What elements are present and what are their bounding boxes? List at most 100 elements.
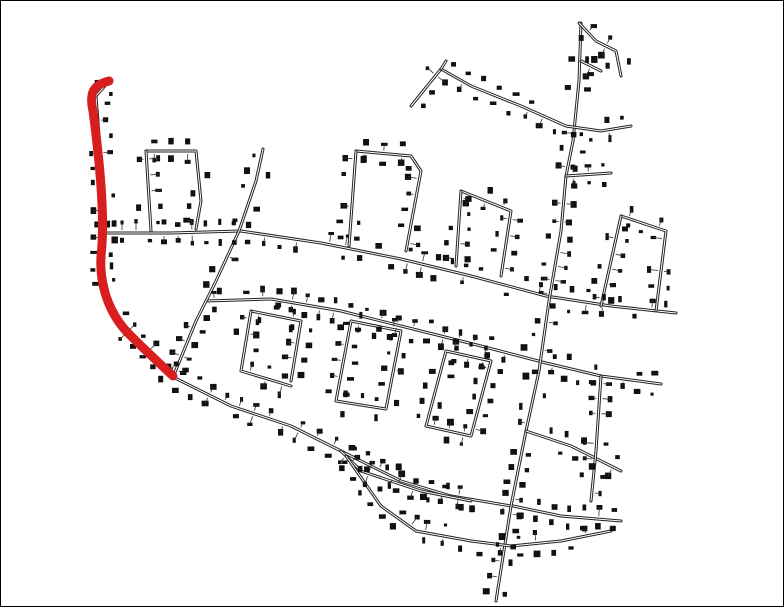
building — [358, 490, 362, 496]
street-centerline — [455, 190, 462, 267]
building — [465, 71, 471, 76]
building — [579, 472, 584, 478]
building — [388, 264, 395, 270]
building — [301, 357, 308, 363]
building — [464, 256, 471, 263]
building — [531, 332, 536, 337]
building — [158, 375, 164, 383]
building — [414, 225, 421, 232]
service-line — [481, 366, 487, 369]
building — [365, 307, 369, 311]
building — [579, 150, 586, 154]
building — [111, 236, 118, 244]
building — [156, 220, 160, 225]
service-line — [585, 68, 591, 77]
building — [581, 437, 587, 444]
building — [150, 364, 156, 370]
building — [111, 193, 115, 198]
building — [508, 464, 515, 470]
building — [111, 220, 117, 227]
building — [374, 397, 379, 401]
building — [216, 287, 222, 295]
building — [487, 187, 493, 194]
building — [275, 302, 282, 308]
service-line — [512, 219, 521, 222]
building — [350, 477, 357, 481]
building — [539, 282, 543, 288]
building — [90, 179, 95, 186]
street-centerline — [512, 505, 622, 522]
building — [460, 280, 464, 285]
service-line — [410, 491, 413, 498]
service-line — [389, 479, 393, 486]
building — [385, 464, 389, 471]
building — [325, 389, 332, 394]
building — [185, 138, 191, 145]
building — [357, 255, 363, 261]
building — [651, 370, 659, 376]
street — [171, 147, 265, 379]
street-centerline — [145, 150, 152, 232]
building — [476, 551, 483, 557]
building — [588, 463, 596, 470]
building — [564, 85, 571, 90]
building — [560, 280, 566, 284]
building — [549, 427, 553, 434]
building — [262, 240, 266, 246]
street-centerline — [590, 375, 602, 502]
building — [591, 56, 598, 63]
building — [570, 132, 577, 138]
street-centerline — [525, 430, 622, 472]
building — [378, 382, 385, 386]
service-line — [601, 413, 609, 415]
service-line — [379, 460, 384, 468]
building — [203, 315, 210, 321]
service-line — [544, 350, 550, 352]
building — [330, 372, 335, 378]
building — [356, 328, 360, 333]
building — [387, 351, 391, 355]
building — [524, 276, 529, 282]
building — [147, 238, 153, 243]
service-line — [292, 311, 295, 317]
building — [569, 286, 575, 293]
service-line — [224, 395, 228, 400]
service-line — [399, 473, 403, 481]
building — [466, 409, 473, 415]
building — [120, 237, 124, 243]
street-centerline — [440, 60, 447, 70]
service-line — [103, 151, 111, 153]
building — [547, 349, 553, 353]
building — [590, 380, 597, 386]
building — [348, 303, 354, 308]
building — [133, 322, 137, 327]
building — [659, 217, 664, 223]
building — [374, 414, 378, 422]
building — [537, 498, 541, 505]
building — [428, 480, 435, 484]
building — [479, 363, 484, 370]
building — [265, 172, 271, 179]
building — [387, 482, 391, 489]
building — [522, 372, 530, 380]
highlighted-street-segment[interactable] — [87, 76, 178, 381]
building — [517, 553, 524, 557]
building — [529, 100, 535, 104]
building — [398, 223, 405, 227]
building — [399, 141, 406, 147]
building — [568, 56, 576, 62]
building — [618, 296, 622, 303]
service-line — [515, 498, 522, 501]
building — [448, 225, 453, 231]
service-line — [606, 37, 611, 44]
building — [600, 475, 605, 479]
building — [602, 294, 606, 301]
building — [432, 415, 439, 421]
building — [103, 117, 109, 123]
building — [337, 324, 344, 331]
building — [210, 383, 217, 390]
building — [337, 235, 344, 240]
service-line — [263, 237, 265, 244]
building — [578, 35, 584, 41]
